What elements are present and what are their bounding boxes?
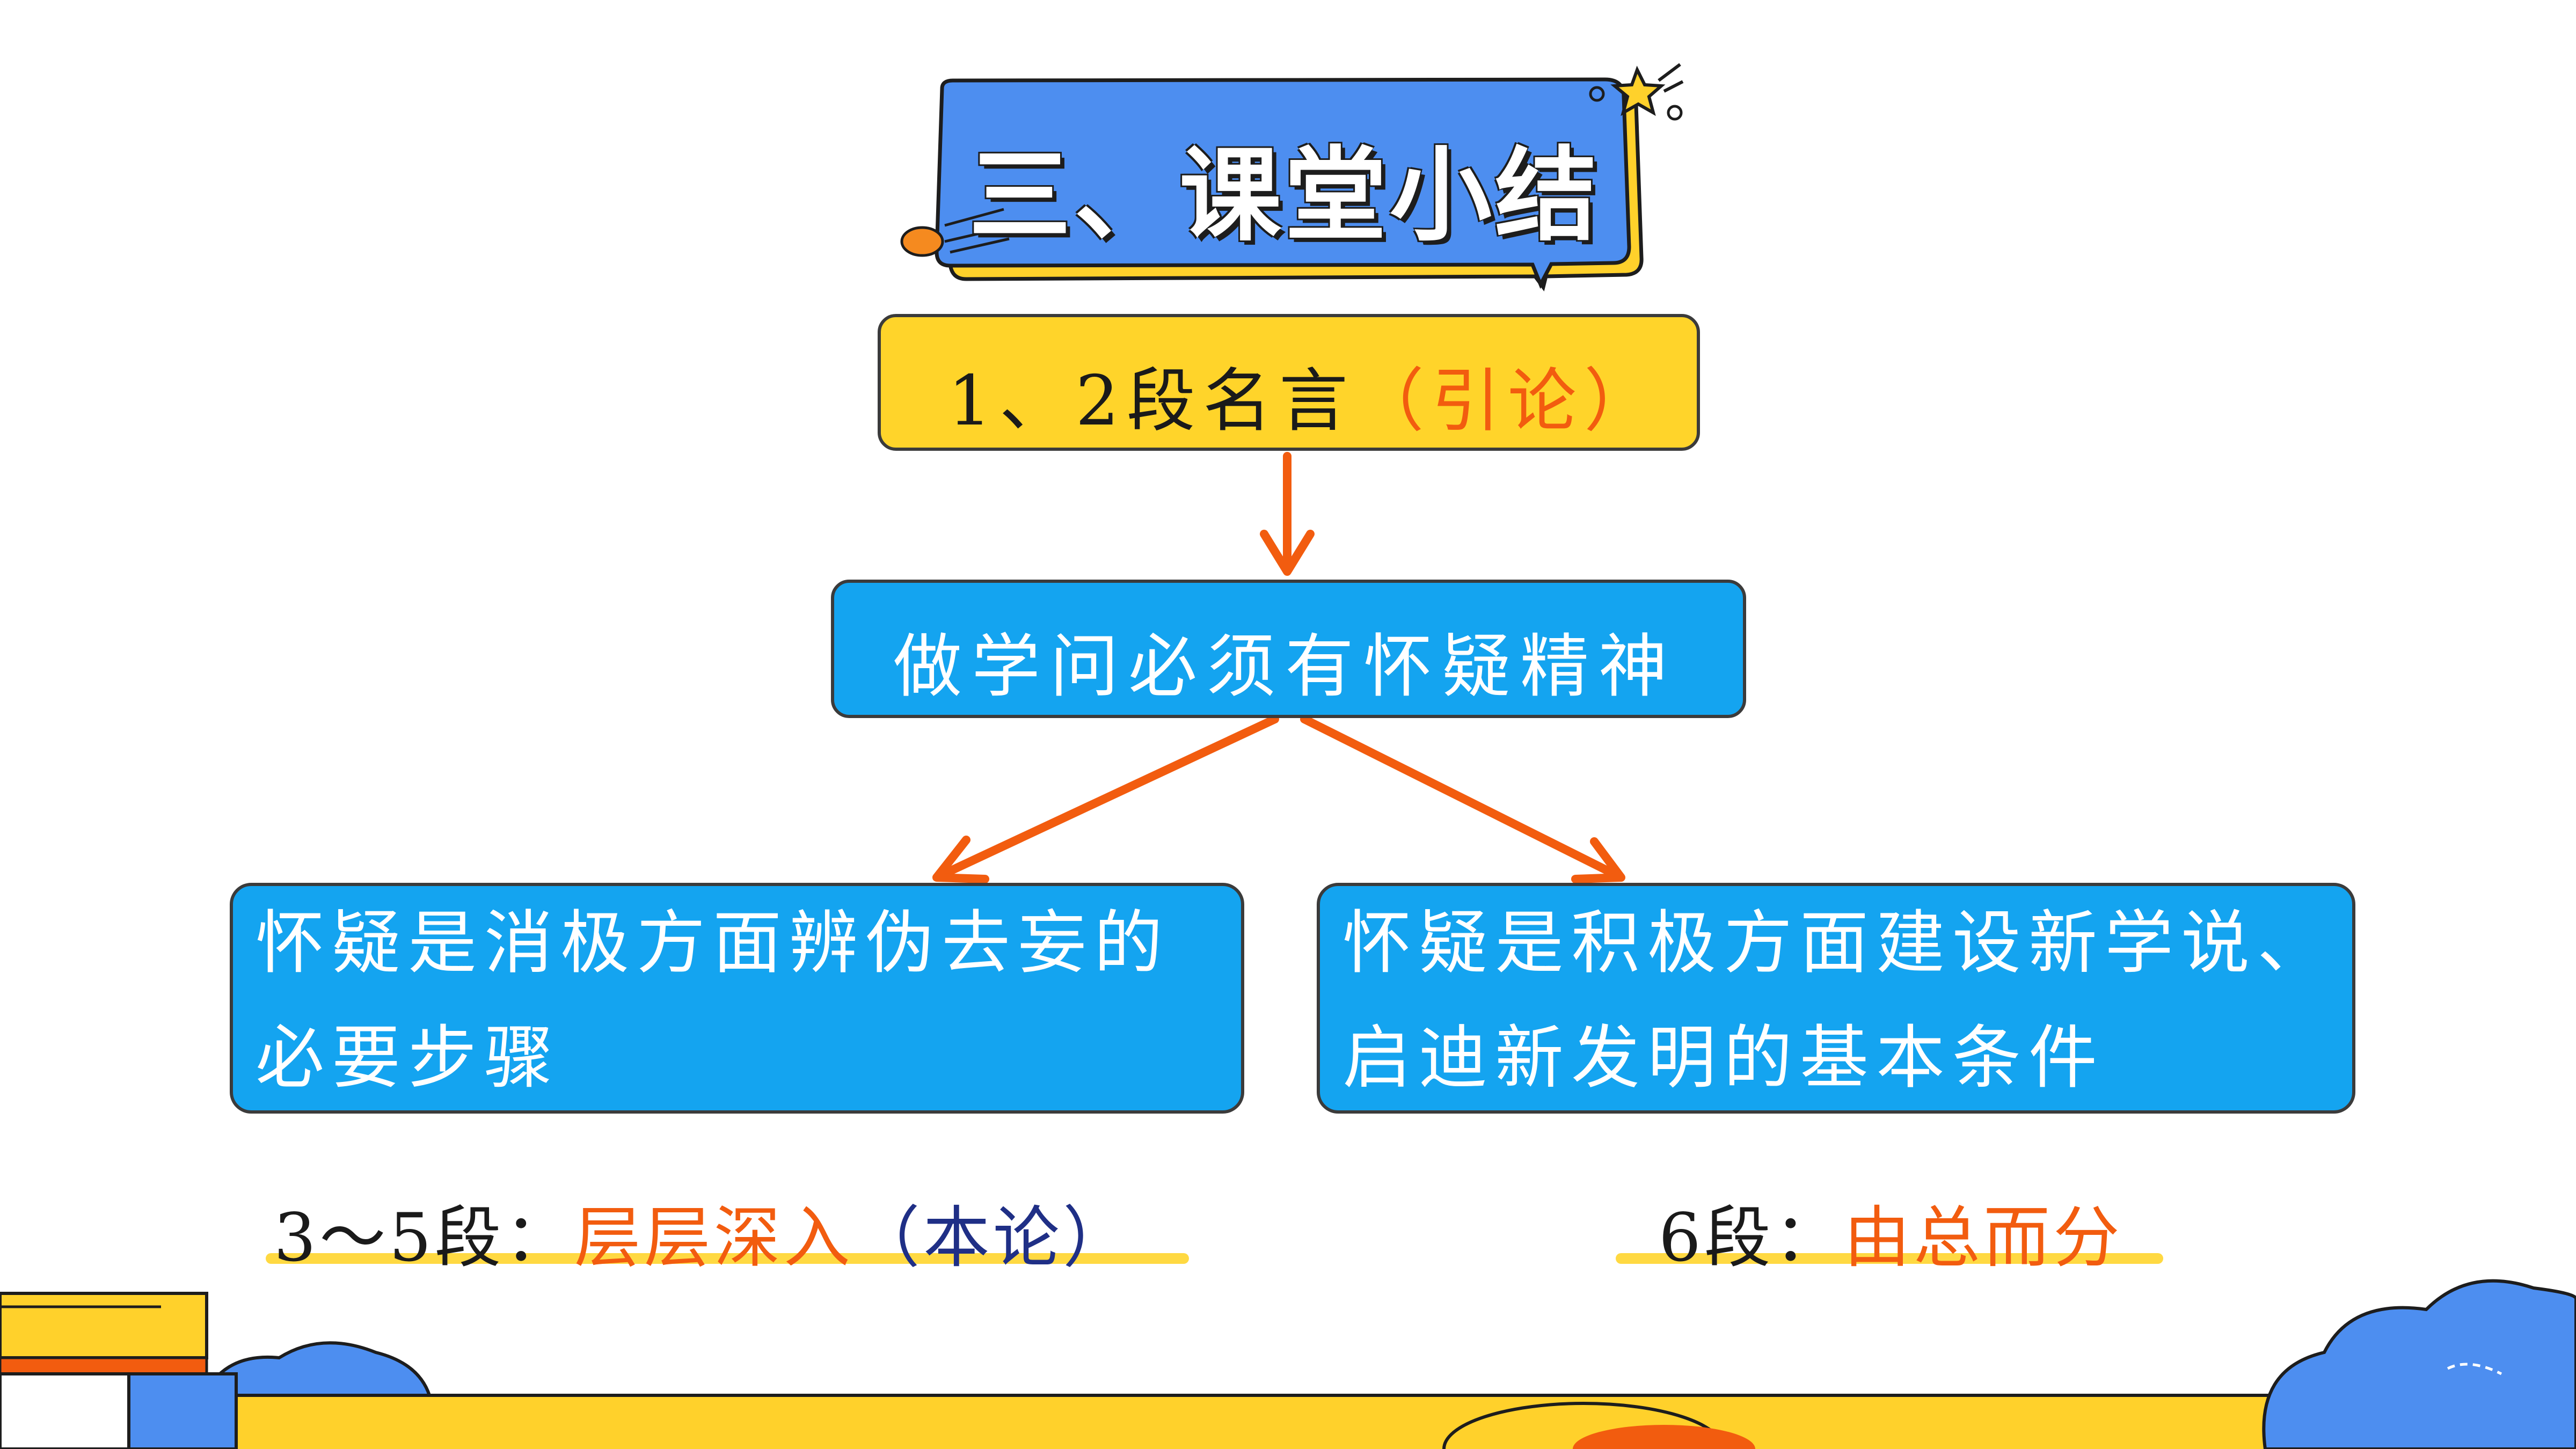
cloud-icon [2262,1279,2576,1449]
intro-node: 1、2段名言（引论） [878,314,1700,451]
intro-node-text: 1、2段名言 [948,361,1355,441]
arrow-head-left [932,836,989,883]
right-branch-text: 怀疑是积极方面建设新学说、启迪新发明的基本条件 [1342,903,2334,1098]
arrow-head-right [1571,837,1625,883]
right-label-underline [1616,1253,2163,1264]
bottom-decoration [0,1279,2576,1449]
right-branch-node: 怀疑是积极方面建设新学说、启迪新发明的基本条件 [1317,883,2355,1114]
left-section-label: 3～5段：层层深入（本论） [274,1183,1133,1280]
intro-node-highlight: （引论） [1355,361,1660,441]
arrow-thesis-to-right [1300,715,1620,879]
page-title: 三、课堂小结 [969,136,1601,255]
left-label-prefix: 3～5段： [274,1199,574,1277]
right-label-highlight: 由总而分 [1843,1199,2123,1277]
title-bubble [900,63,1684,291]
star-icon [1589,63,1684,121]
arrow-head-thesis [1260,530,1315,576]
left-label-highlight: 层层深入 [574,1199,853,1277]
left-branch-text: 怀疑是消极方面辨伪去妄的必要步骤 [256,903,1171,1098]
left-label-underline [266,1253,1189,1264]
right-section-label: 6段：由总而分 [1659,1183,2123,1280]
thesis-node: 做学问必须有怀疑精神 [831,580,1746,718]
arrow-thesis-to-left [938,715,1279,879]
left-label-suffix: （本论） [853,1199,1133,1277]
thesis-node-text: 做学问必须有怀疑精神 [893,627,1677,707]
comet-icon [900,208,1015,257]
left-branch-node: 怀疑是消极方面辨伪去妄的必要步骤 [230,883,1244,1114]
books-stack-icon [0,1292,238,1449]
right-label-prefix: 6段： [1659,1199,1844,1277]
